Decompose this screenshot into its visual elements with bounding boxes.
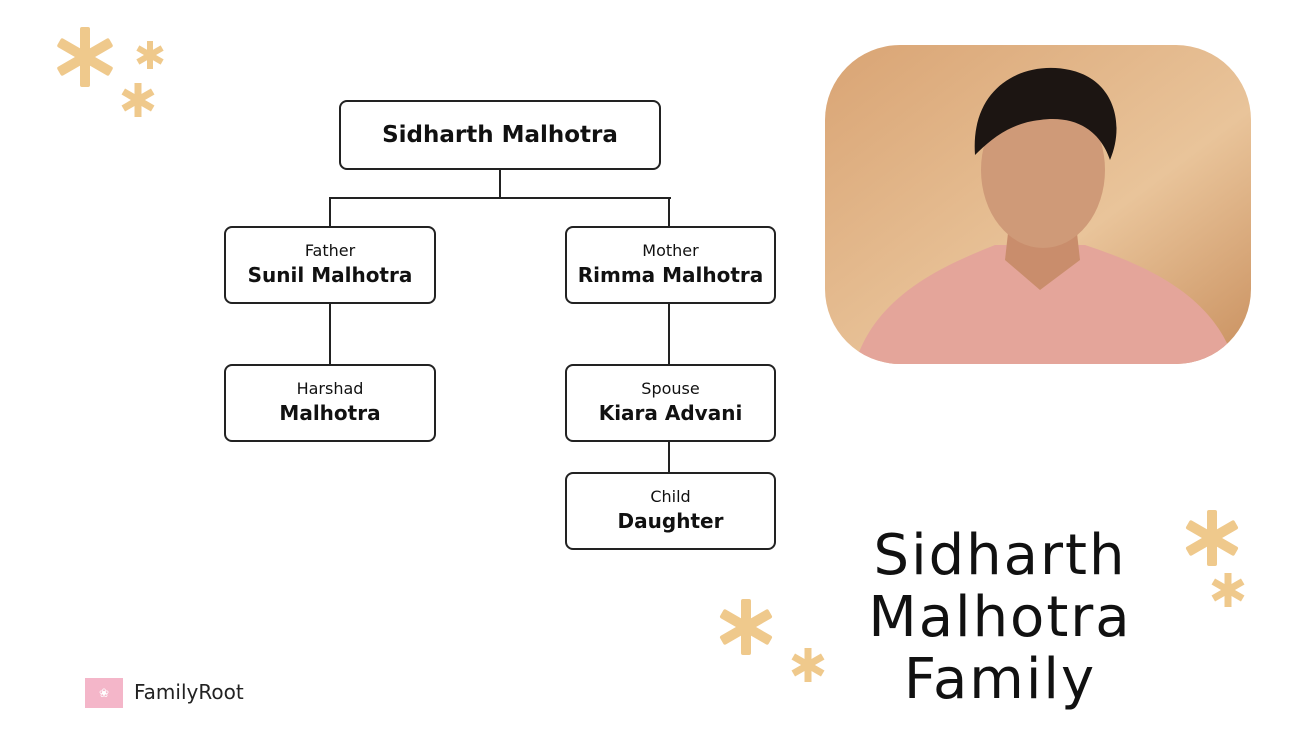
connector [499,169,501,199]
connector [668,197,670,227]
asterisk-decoration-right [1185,510,1245,607]
tree-icon: ❀ [98,686,110,700]
node-role: Spouse [641,379,700,398]
node-role: Child [650,487,691,506]
brand-logo: ❀ [85,678,123,708]
title-line-2: Malhotra [868,585,1132,650]
title-line-1: Sidharth [873,523,1127,588]
portrait-photo [825,45,1251,364]
asterisk-decoration-bottom-left [719,599,825,682]
brand-name: FamilyRoot [134,680,244,704]
page-title: Sidharth Malhotra Family [790,525,1210,711]
node-name: Daughter [617,509,724,533]
connector [329,197,671,199]
connector [329,302,331,365]
node-role: Mother [642,241,699,260]
title-line-3: Family [903,647,1097,712]
connector [668,440,670,473]
connector [329,197,331,227]
node-father: Father Sunil Malhotra [224,226,436,304]
node-root: Sidharth Malhotra [339,100,661,170]
node-role: Father [304,241,356,260]
node-name: Malhotra [279,401,381,425]
node-name: Sunil Malhotra [247,263,413,287]
node-name: Rimma Malhotra [577,263,764,287]
asterisk-decoration-top-left [57,27,164,117]
connector [668,302,670,365]
node-mother: Mother Rimma Malhotra [565,226,776,304]
node-child: Child Daughter [565,472,776,550]
node-sibling: Harshad Malhotra [224,364,436,442]
node-name: Kiara Advani [598,401,743,425]
node-role: Harshad [296,379,364,398]
node-spouse: Spouse Kiara Advani [565,364,776,442]
node-name: Sidharth Malhotra [382,122,618,148]
